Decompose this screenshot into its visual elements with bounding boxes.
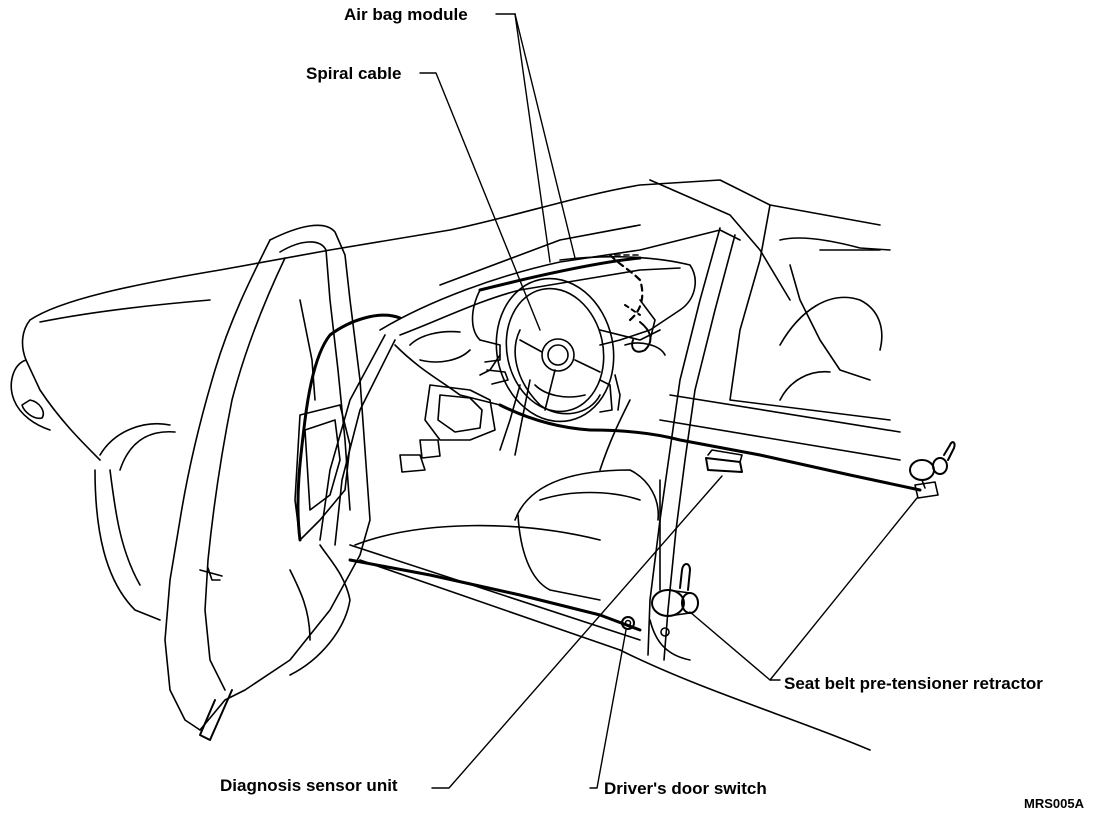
leader-lines (419, 13, 918, 789)
passenger-airbag-dashed (608, 253, 652, 353)
car-body-outline (10, 179, 901, 751)
seat-belt-retractor-lower (649, 563, 699, 661)
diagnosis-sensor-unit-label: Diagnosis sensor unit (220, 776, 398, 795)
airbag-module-label: Air bag module (344, 5, 468, 24)
figure-code: MRS005A (1024, 796, 1084, 811)
wiring-harness (296, 256, 922, 632)
windshield-and-pillar (319, 224, 741, 661)
diagnosis-sensor-unit-part (705, 449, 743, 473)
open-driver-door (164, 224, 371, 741)
steering-wheel (495, 277, 615, 423)
drivers-door-switch-label: Driver's door switch (604, 779, 767, 798)
steering-column-pedals (399, 354, 621, 473)
seat-belt-retractor-upper (909, 441, 956, 499)
door-switch-part (621, 616, 635, 630)
dashboard (394, 255, 696, 441)
seat-belt-retractor-label: Seat belt pre-tensioner retractor (784, 674, 1043, 693)
spiral-cable-label: Spiral cable (306, 64, 402, 83)
